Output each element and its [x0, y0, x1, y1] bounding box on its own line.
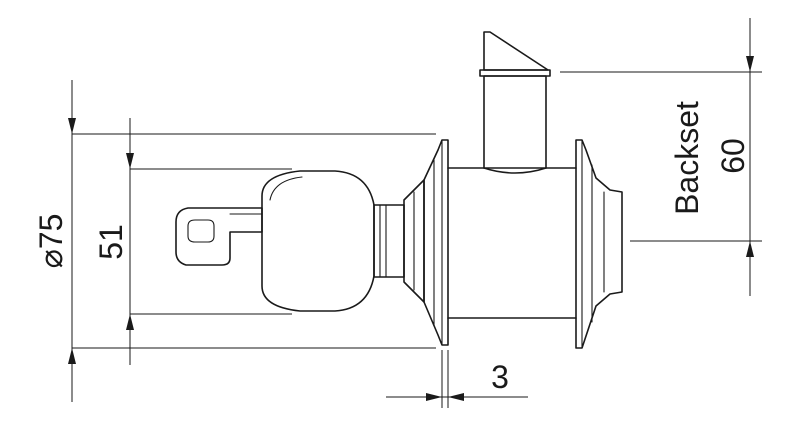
height-label: 51	[93, 224, 129, 260]
diameter-value: 75	[33, 214, 69, 250]
key	[175, 207, 263, 266]
latch-bolt	[479, 31, 551, 174]
backset-label: Backset	[669, 101, 705, 215]
dimension-height	[126, 118, 292, 365]
diameter-symbol: ⌀	[33, 249, 69, 268]
backset-value: 60	[715, 138, 751, 174]
knob	[261, 170, 425, 312]
diameter-label: ⌀75	[33, 214, 69, 269]
back-flange	[575, 139, 623, 349]
dimension-diameter	[68, 80, 436, 402]
front-flange	[423, 139, 449, 346]
lock-body	[447, 167, 577, 319]
dimension-backset	[560, 18, 762, 296]
dimension-thickness	[386, 350, 528, 408]
thickness-label: 3	[491, 359, 509, 395]
